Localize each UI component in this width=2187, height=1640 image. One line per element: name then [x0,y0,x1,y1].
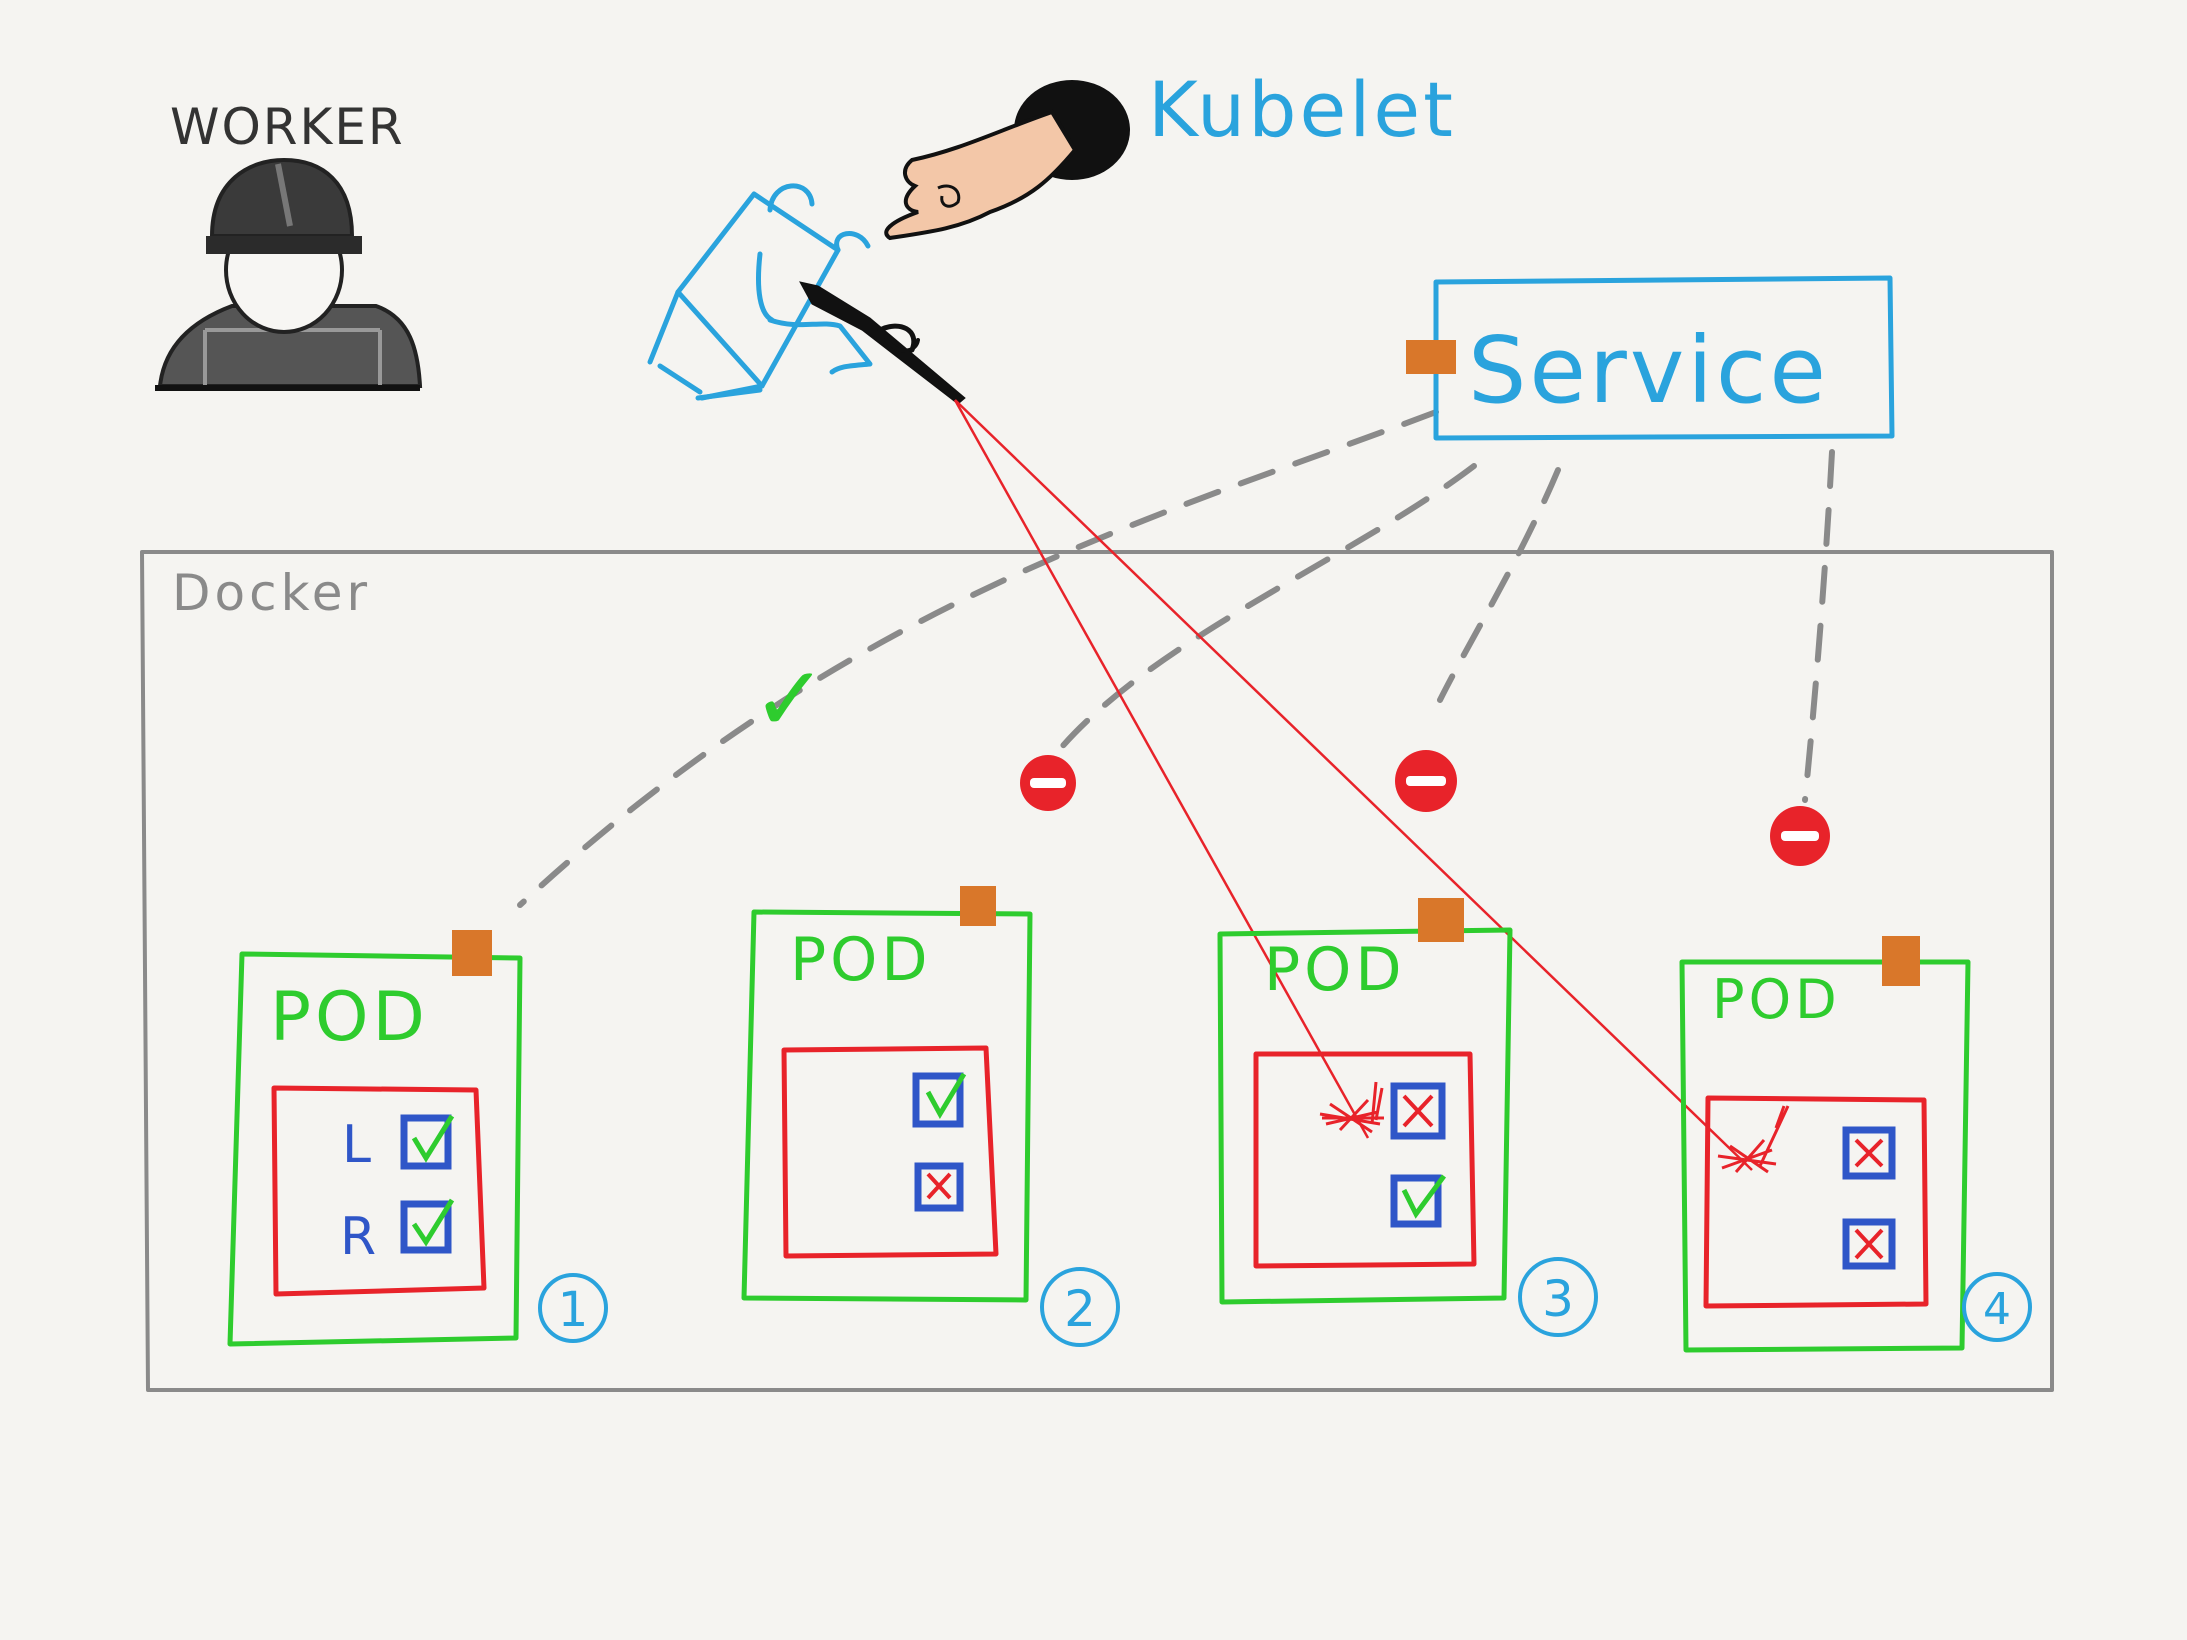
pod-4-port-icon [1882,936,1920,986]
service-connections [517,409,1835,908]
worker-label: WORKER [170,98,405,156]
pod-2-title: POD [790,925,932,995]
rifle-icon [799,281,966,405]
pod-1-check-2-ok-icon [400,1198,455,1254]
pod-2-number-badge [1040,1267,1120,1347]
connection-pod1 [517,409,1439,908]
kubelet-figure-with-rifle-icon [647,183,873,401]
laser-to-pod4 [954,399,1753,1171]
pod-3-check-2-ok-icon [1390,1174,1447,1228]
pod-2[interactable]: POD 2 [741,886,1120,1347]
pod-4-number: 4 [1983,1284,2011,1335]
pod-4-number-badge [1962,1272,2032,1342]
pod-3-laser-impact-icon [1319,1081,1384,1134]
pod-3-number: 3 [1542,1270,1574,1328]
pod-1-check-1-label: L [342,1115,371,1175]
liveness-probe-lasers [953,399,1753,1171]
pod-1-title: POD [270,978,429,1057]
pod-4-laser-impact-icon [1717,1105,1790,1174]
connection-pod3 [1437,467,1561,703]
pod-1-number-badge [538,1273,608,1343]
service-label: Service [1468,317,1829,424]
docker-label: Docker [172,564,371,622]
pointing-hand-icon [884,80,1130,241]
connection-pod4 [1802,449,1835,803]
blocked-marker-pod2 [1020,755,1076,811]
pod-1-number: 1 [558,1282,589,1338]
pod-1-check-1-ok-icon [400,1114,455,1170]
pod-2-number: 2 [1064,1280,1096,1338]
service-port-icon [1406,340,1456,374]
worker-hardhat-icon: WORKER [155,98,423,391]
pod-2-check-1-ok-icon [912,1072,967,1128]
connection-pod2 [1052,463,1477,758]
pod-1-check-2-label: R [340,1207,376,1267]
blocked-marker-pod3 [1395,750,1457,812]
docker-container: Docker [140,550,2054,1392]
service-box[interactable]: Service [1406,275,1895,441]
pod-4-check-1-fail-icon [1842,1126,1896,1180]
pod-1[interactable]: POD L R 1 [227,930,608,1347]
pod-4-check-2-fail-icon [1842,1218,1896,1270]
laser-to-pod3 [953,399,1370,1139]
connection-ok-check: ✓ [752,647,827,752]
pod-2-check-2-fail-icon [914,1162,964,1212]
pod-3[interactable]: POD 3 [1217,898,1598,1337]
pod-3-title: POD [1264,935,1406,1005]
blocked-marker-pod4 [1770,806,1830,866]
pod-4-title: POD [1712,968,1841,1031]
kubelet-label: Kubelet [1148,65,1456,154]
pod-3-number-badge [1518,1257,1598,1337]
pod-3-check-1-fail-icon [1390,1082,1446,1140]
pod-3-port-icon [1418,898,1464,942]
pod-1-port-icon [452,930,492,976]
pod-4[interactable]: POD 4 [1679,936,2032,1353]
pod-2-port-icon [960,886,996,926]
